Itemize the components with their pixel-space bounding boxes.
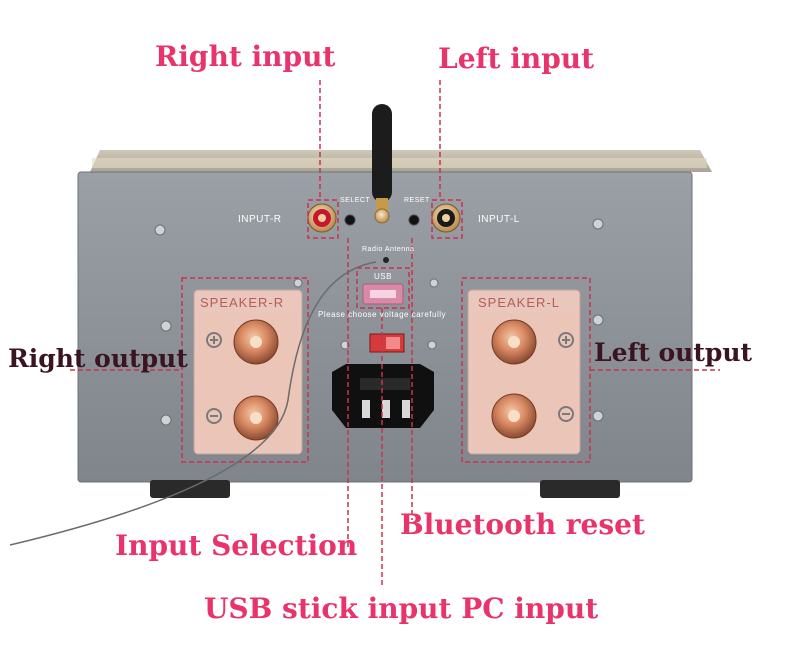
callout-guides [70,80,720,588]
callout-right-input: Right input [155,40,336,73]
callout-usb-input: USB stick input PC input [204,592,599,625]
callout-input-selection: Input Selection [115,529,358,562]
callout-left-input: Left input [438,42,595,75]
callout-bluetooth-reset: Bluetooth reset [400,508,645,541]
callout-right-output: Right output [8,344,188,373]
usb-label: USB [374,272,392,281]
select-button [344,214,356,226]
voltage-note-label: Please choose voltage carefully [318,310,447,319]
radio-antenna [372,104,392,202]
screws [154,218,604,426]
speaker-l-label: SPEAKER-L [478,295,560,310]
radio-antenna-label: Radio Antenna [362,246,415,253]
callout-left-output: Left output [594,338,753,367]
input-r-label: INPUT-R [238,214,282,225]
foot-right [540,480,620,498]
select-label: SELECT [340,197,371,204]
foot-left [150,480,230,498]
input-l-label: INPUT-L [478,214,520,225]
reset-label: RESET [404,197,430,204]
speaker-r-label: SPEAKER-R [200,295,285,310]
reset-button [408,214,420,226]
